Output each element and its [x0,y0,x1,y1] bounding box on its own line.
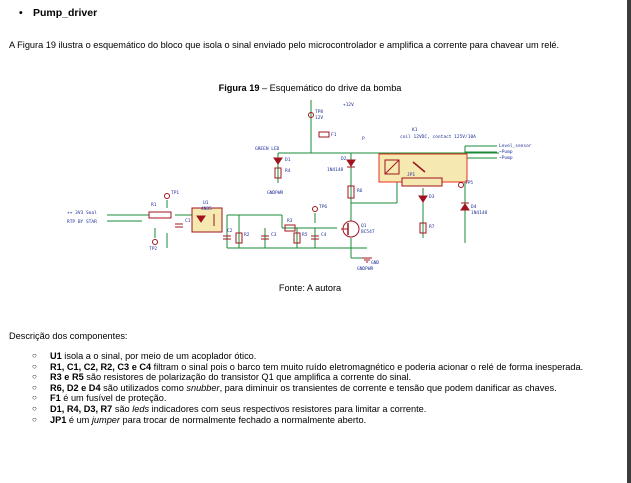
component-desc-pre: são utilizados como [100,382,187,393]
section-heading: • Pump_driver [19,7,98,19]
label-c2: C2 [227,228,233,234]
figure-label: Figura 19 [218,83,260,93]
label-green-led: GREEN LED [255,146,280,152]
component-name: U1 [50,351,62,361]
label-d2: D2 [341,156,347,162]
label-gnd: GND [371,260,379,266]
label-r7: R7 [429,224,435,230]
page-edge [627,0,631,483]
label-pump-1: ~Pump [499,149,513,155]
figure-title: Figura 19 – Esquemático do drive da bomb… [9,83,611,93]
list-item: ○ JP1 é um jumper para trocar de normalme… [9,415,614,426]
heading-bullet: • [19,7,23,19]
component-name: R3 e R5 [50,372,84,383]
section-title: Pump_driver [33,7,98,19]
components-list: ○ U1 isola a o sinal, por meio de um acop… [9,351,614,425]
label-d4-part: 1N4148 [471,210,488,216]
figure-caption: – Esquemático do drive da bomba [259,83,402,93]
list-marker: ○ [32,403,37,413]
label-gndpwr-2: GNDPWR [357,266,374,272]
schematic-components [148,112,470,263]
components-title: Descrição dos componentes: [9,331,128,341]
component-desc: filtram o sinal pois o barco tem muito r… [151,361,584,372]
label-tp2: TP2 [149,246,157,252]
label-input-rtp: RTP BY STAR [67,219,97,225]
label-gndpwr-1: GNDPWR [267,190,284,196]
label-tp5: TP5 [465,180,473,186]
list-item: ○ R6, D2 e D4 são utilizados como snubber… [9,383,614,394]
component-name: R6, D2 e D4 [50,382,101,393]
label-u1: U1 [203,200,209,206]
component-name: F1 [50,393,61,404]
component-desc-italic: leds [132,403,150,414]
component-desc-italic: snubber [186,382,220,393]
component-name: JP1 [50,414,67,425]
label-p: P [362,136,365,142]
label-d3: D3 [429,194,435,200]
list-marker: ○ [32,372,37,382]
label-q1: Q1 [361,223,367,229]
list-item: ○ R3 e R5 são resistores de polarização d… [9,372,614,383]
label-pump-2: ~Pump [499,155,513,161]
component-desc: isola a o sinal, por meio de um acoplado… [61,351,257,361]
list-marker: ○ [32,351,37,360]
label-k1: K1 [412,127,418,133]
label-q1-part: BC547 [361,229,375,235]
label-d4: D4 [471,204,477,210]
label-tp6: TP6 [319,204,327,210]
component-name: R1, C1, C2, R2, C3 e C4 [50,361,152,372]
label-k1-desc: coil 12VDC, contact 125V/10A [400,134,476,140]
list-marker: ○ [32,382,37,392]
component-desc: para trocar de normalmente fechado a nor… [119,414,367,425]
label-r4: R4 [285,168,291,174]
label-r5: R5 [302,232,308,238]
list-item: ○ F1 é um fusível de proteção. [9,393,614,404]
label-c4: C4 [321,232,327,238]
label-d2-part: 1N4148 [327,167,344,173]
component-desc: é um fusível de proteção. [60,393,167,404]
list-marker: ○ [32,414,37,424]
pump-driver-schematic: TP8 12V +12V F1 P K1 coil 12VDC, contact… [67,100,532,272]
label-u1-part: 4N35 [201,206,212,212]
label-tp1: TP1 [171,190,179,196]
figure-source: Fonte: A autora [278,283,342,293]
component-desc-italic: jumper [91,414,120,425]
list-item: ○ U1 isola a o sinal, por meio de um acop… [9,351,614,362]
label-12v: 12V [315,115,323,121]
label-jp1: JP1 [407,172,415,178]
intro-paragraph: A Figura 19 ilustra o esquemático do blo… [9,40,560,50]
label-plus12v: +12V [343,102,354,108]
list-marker: ○ [32,361,37,371]
label-r3: R3 [287,218,293,224]
component-desc-pre: são [112,403,133,414]
label-f1: F1 [331,132,337,138]
schematic-labels: TP8 12V +12V F1 P K1 coil 12VDC, contact… [67,102,532,272]
label-r1: R1 [151,202,157,208]
label-c3: C3 [271,232,277,238]
label-tp8: TP8 [315,109,323,115]
list-item: ○ D1, R4, D3, R7 são leds indicadores com… [9,404,614,415]
component-desc-pre: é um [66,414,92,425]
list-marker: ○ [32,393,37,403]
label-r6: R6 [357,188,363,194]
component-name: D1, R4, D3, R7 [50,403,113,414]
label-level-sensor: Level_sensor [499,143,532,149]
component-desc: , para diminuir os transientes de corren… [219,382,557,393]
list-item: ○ R1, C1, C2, R2, C3 e C4 filtram o sinal… [9,362,614,373]
label-r2: R2 [244,232,250,238]
label-c1: C1 [185,218,191,224]
label-input-3v3: ++ 3V3 Seal [67,210,97,216]
component-desc: são resistores de polarização do transis… [83,372,412,383]
label-d1: D1 [285,157,291,163]
component-desc: indicadores com seus respectivos resisto… [149,403,427,414]
